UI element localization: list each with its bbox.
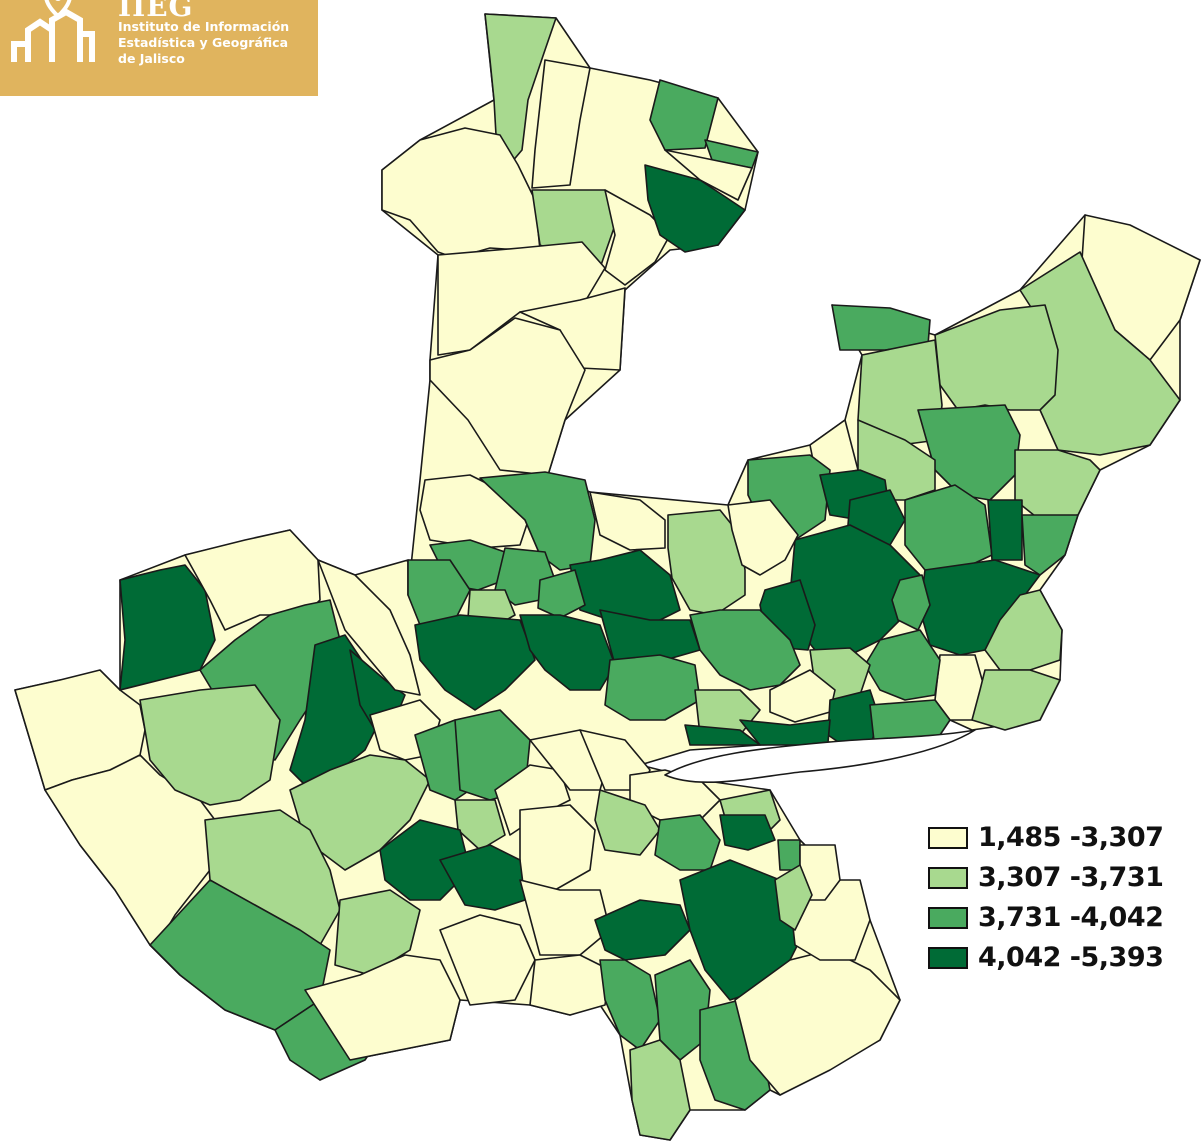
legend-item: 1,485 -3,307 xyxy=(928,820,1198,860)
municipality-region xyxy=(934,304,1059,411)
municipality-region xyxy=(519,614,616,691)
state-region xyxy=(14,13,1201,1141)
municipality-region xyxy=(629,1039,691,1141)
legend-swatch xyxy=(928,867,968,889)
municipality-region xyxy=(604,654,701,721)
legend-swatch xyxy=(928,947,968,969)
municipality-region xyxy=(689,609,801,691)
municipality-region xyxy=(727,499,799,576)
municipality-region xyxy=(987,499,1023,561)
logo-abbreviation: IIEG xyxy=(118,0,194,23)
municipality-region xyxy=(664,149,753,201)
municipality-region xyxy=(734,949,901,1096)
municipality-region xyxy=(774,864,813,931)
logo-text-line-3: de Jalisco xyxy=(118,51,185,66)
legend-label: 3,731 -4,042 xyxy=(978,902,1164,933)
legend-label: 4,042 -5,393 xyxy=(978,942,1164,973)
municipality-region xyxy=(589,491,666,551)
legend-label: 1,485 -3,307 xyxy=(978,822,1164,853)
legend-item: 3,731 -4,042 xyxy=(928,900,1198,940)
map-legend: 1,485 -3,307 3,307 -3,731 3,731 -4,042 4… xyxy=(928,820,1198,980)
logo-text-line-1: Instituto de Información xyxy=(118,19,290,34)
municipality-region xyxy=(494,764,571,836)
municipality-region xyxy=(119,564,216,691)
municipality-region xyxy=(917,404,1021,501)
municipality-region xyxy=(599,959,661,1051)
legend-item: 4,042 -5,393 xyxy=(928,940,1198,980)
municipality-region xyxy=(644,164,746,253)
municipality-region xyxy=(777,839,801,871)
municipality-region xyxy=(139,684,281,806)
municipality-region xyxy=(604,189,671,286)
municipality-region xyxy=(414,614,536,711)
municipality-region xyxy=(537,569,586,619)
legend-swatch xyxy=(928,827,968,849)
municipality-region xyxy=(529,954,611,1016)
municipality-region xyxy=(531,59,591,189)
municipality-region xyxy=(289,754,431,871)
municipality-region xyxy=(594,899,691,961)
municipality-region xyxy=(317,559,421,696)
lake-chapala xyxy=(664,729,976,784)
municipality-region xyxy=(594,789,661,856)
municipality-region xyxy=(454,799,506,851)
legend-swatch xyxy=(928,907,968,929)
municipality-region xyxy=(719,814,776,851)
municipality-region xyxy=(569,549,681,626)
iieg-logo: IIEG Instituto de Información Estadístic… xyxy=(0,0,318,96)
municipality-region xyxy=(971,669,1061,731)
municipality-region xyxy=(684,724,761,746)
municipality-region xyxy=(149,879,331,1031)
municipality-region xyxy=(1014,449,1101,521)
city-buildings-location-pin-icon xyxy=(11,0,95,62)
legend-label: 3,307 -3,731 xyxy=(978,862,1164,893)
logo-text-line-2: Estadística y Geográfica xyxy=(118,35,289,50)
municipality-region xyxy=(334,889,421,976)
municipality-region xyxy=(429,317,586,476)
municipality-region xyxy=(649,79,719,151)
municipality-region xyxy=(304,954,461,1061)
municipality-region xyxy=(1021,514,1079,576)
legend-item: 3,307 -3,731 xyxy=(928,860,1198,900)
